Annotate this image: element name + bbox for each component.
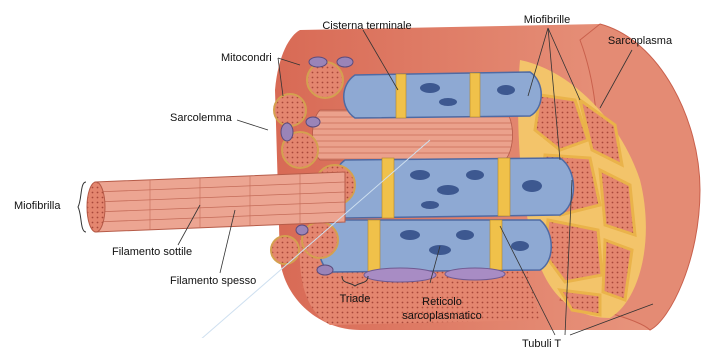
extended-myofibril — [87, 172, 345, 232]
label-filamento-spesso: Filamento spesso — [170, 275, 256, 288]
label-sarcolemma: Sarcolemma — [170, 112, 232, 125]
label-mitocondri: Mitocondri — [221, 52, 272, 65]
label-triade: Triade — [335, 293, 375, 306]
label-filamento-sottile: Filamento sottile — [112, 246, 192, 259]
reticulum-row-top — [344, 72, 542, 118]
label-cisterna-terminale: Cisterna terminale — [322, 20, 412, 33]
reticulum-row-middle — [332, 158, 573, 218]
label-miofibrille: Miofibrille — [512, 14, 582, 27]
label-sarcoplasma: Sarcoplasma — [602, 35, 678, 48]
label-miofibrilla: Miofibrilla — [14, 200, 60, 213]
label-tubuli-t: Tubuli T — [522, 338, 561, 351]
miofibrilla-brace — [78, 182, 86, 232]
blank-overlay — [60, 338, 238, 352]
label-reticolo-line1: Reticolo — [397, 296, 487, 309]
label-reticolo-line2: sarcoplasmatico — [397, 310, 487, 323]
